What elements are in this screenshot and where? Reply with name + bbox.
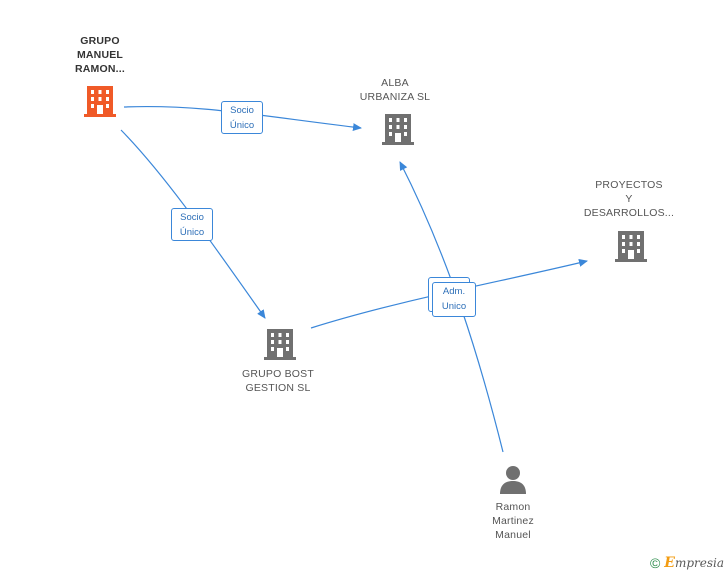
building-icon[interactable] — [84, 84, 116, 118]
node-label-grupo-manuel-ramon[interactable]: GRUPO MANUEL RAMON... — [74, 35, 125, 75]
node-label-grupo-bost-gestion[interactable]: GRUPO BOST GESTION SL — [241, 368, 314, 394]
copyright-icon: © — [649, 555, 661, 571]
node-label-proyectos-desarrollos[interactable]: PROYECTOS Y DESARROLLOS... — [583, 179, 675, 219]
footer-branding: © Empresia — [650, 555, 724, 571]
building-icon[interactable] — [264, 327, 296, 361]
relation-badge-socio-unico: Socio Único — [221, 101, 263, 134]
node-label-ramon-martinez-manuel[interactable]: Ramon Martinez Manuel — [492, 501, 534, 541]
building-icon[interactable] — [615, 229, 647, 263]
node-label-alba-urbaniza[interactable]: ALBA URBANIZA SL — [359, 77, 431, 103]
relation-badge-socio-unico: Socio Único — [171, 208, 213, 241]
building-icon[interactable] — [382, 112, 414, 146]
relation-badge-adm-unico: Adm. Unico — [432, 282, 476, 317]
brand-logo: Empresia — [664, 555, 724, 571]
person-icon[interactable] — [498, 464, 528, 494]
